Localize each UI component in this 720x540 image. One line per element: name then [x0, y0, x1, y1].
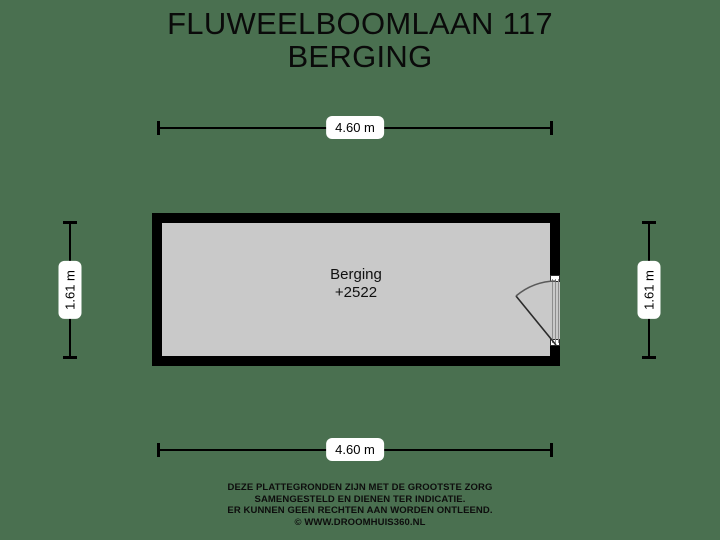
- title-floor: BERGING: [287, 38, 433, 74]
- room-interior-fill: [162, 223, 550, 356]
- title-address: FLUWEELBOOMLAAN 117: [167, 6, 553, 41]
- dimension-label-bottom: 4.60 m: [326, 438, 384, 461]
- disclaimer-copyright: © WWW.DROOMHUIS360.NL: [294, 516, 426, 528]
- dimension-tick-start: [63, 221, 77, 224]
- disclaimer-line-3: ER KUNNEN GEEN RECHTEN AAN WORDEN ONTLEE…: [227, 505, 493, 516]
- dimension-tick-end: [550, 121, 553, 135]
- page-title: FLUWEELBOOMLAAN 117 BERGING: [0, 6, 720, 74]
- dimension-tick-end: [550, 443, 553, 457]
- dimension-label-left: 1.61 m: [58, 261, 82, 319]
- dimension-tick-start: [157, 121, 160, 135]
- door-frame-lines-icon: [552, 279, 559, 343]
- disclaimer-line-2: SAMENGESTELD EN DIENEN TER INDICATIE.: [254, 493, 466, 505]
- dimension-label-top: 4.60 m: [326, 116, 384, 139]
- dimension-label-right: 1.61 m: [637, 261, 661, 319]
- dimension-tick-end: [642, 356, 656, 359]
- dimension-right-height: 1.61 m: [637, 221, 661, 359]
- door-swing-arc-icon: [480, 271, 560, 353]
- disclaimer-footer: DEZE PLATTEGRONDEN ZIJN MET DE GROOTSTE …: [0, 482, 720, 528]
- dimension-tick-end: [63, 356, 77, 359]
- dimension-bottom-width: 4.60 m: [157, 438, 553, 462]
- room-plan-berging: Berging +2522: [152, 213, 560, 366]
- disclaimer-line-1: DEZE PLATTEGRONDEN ZIJN MET DE GROOTSTE …: [227, 482, 493, 493]
- dimension-tick-start: [642, 221, 656, 224]
- dimension-tick-start: [157, 443, 160, 457]
- dimension-top-width: 4.60 m: [157, 116, 553, 140]
- dimension-left-height: 1.61 m: [58, 221, 82, 359]
